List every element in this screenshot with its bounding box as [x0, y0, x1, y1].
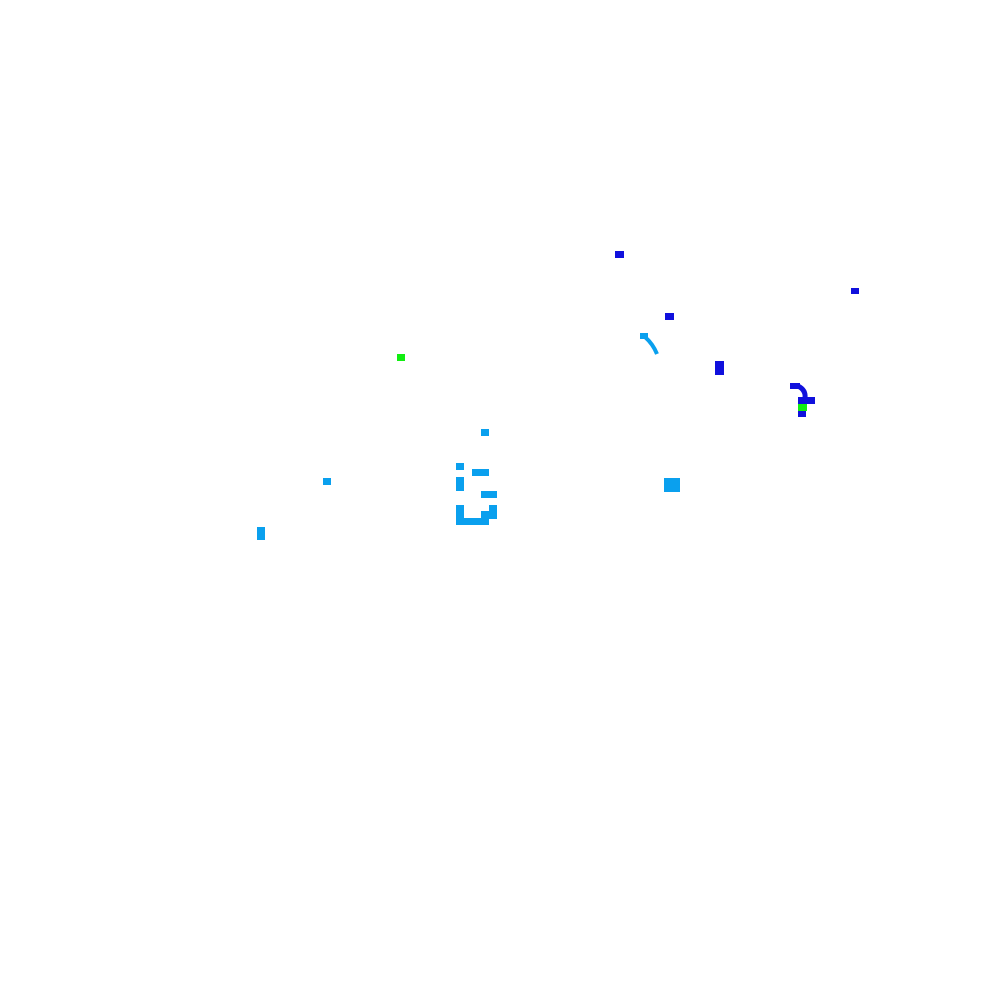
cyan-fragment-group [257, 333, 680, 540]
cyan-fragment [456, 477, 464, 491]
blue-fragment [615, 251, 624, 258]
blue-fragment [790, 383, 800, 389]
cyan-fragment [472, 469, 489, 476]
cyan-fragment [664, 478, 680, 492]
blue-fragment [851, 288, 859, 294]
cyan-fragment [489, 505, 497, 519]
cyan-fragment [481, 429, 489, 436]
cyan-fragment [481, 511, 490, 519]
blue-fragment [798, 397, 815, 404]
green-fragment [397, 354, 405, 361]
cyan-fragment [456, 505, 464, 519]
blue-fragment [715, 361, 724, 375]
cyan-fragment [456, 518, 489, 525]
green-fragment-group [397, 354, 807, 411]
cyan-fragment [456, 463, 464, 470]
green-fragment [798, 404, 807, 411]
cyan-fragment [481, 491, 497, 498]
cyan-fragment [640, 333, 648, 339]
cyan-curve-fragment [643, 335, 659, 355]
blue-curve-fragment [796, 383, 808, 399]
blue-fragment [798, 410, 806, 417]
blue-fragment [665, 313, 674, 320]
blue-fragment-group [615, 251, 859, 417]
cyan-fragment [323, 478, 331, 485]
cyan-fragment [257, 527, 265, 540]
